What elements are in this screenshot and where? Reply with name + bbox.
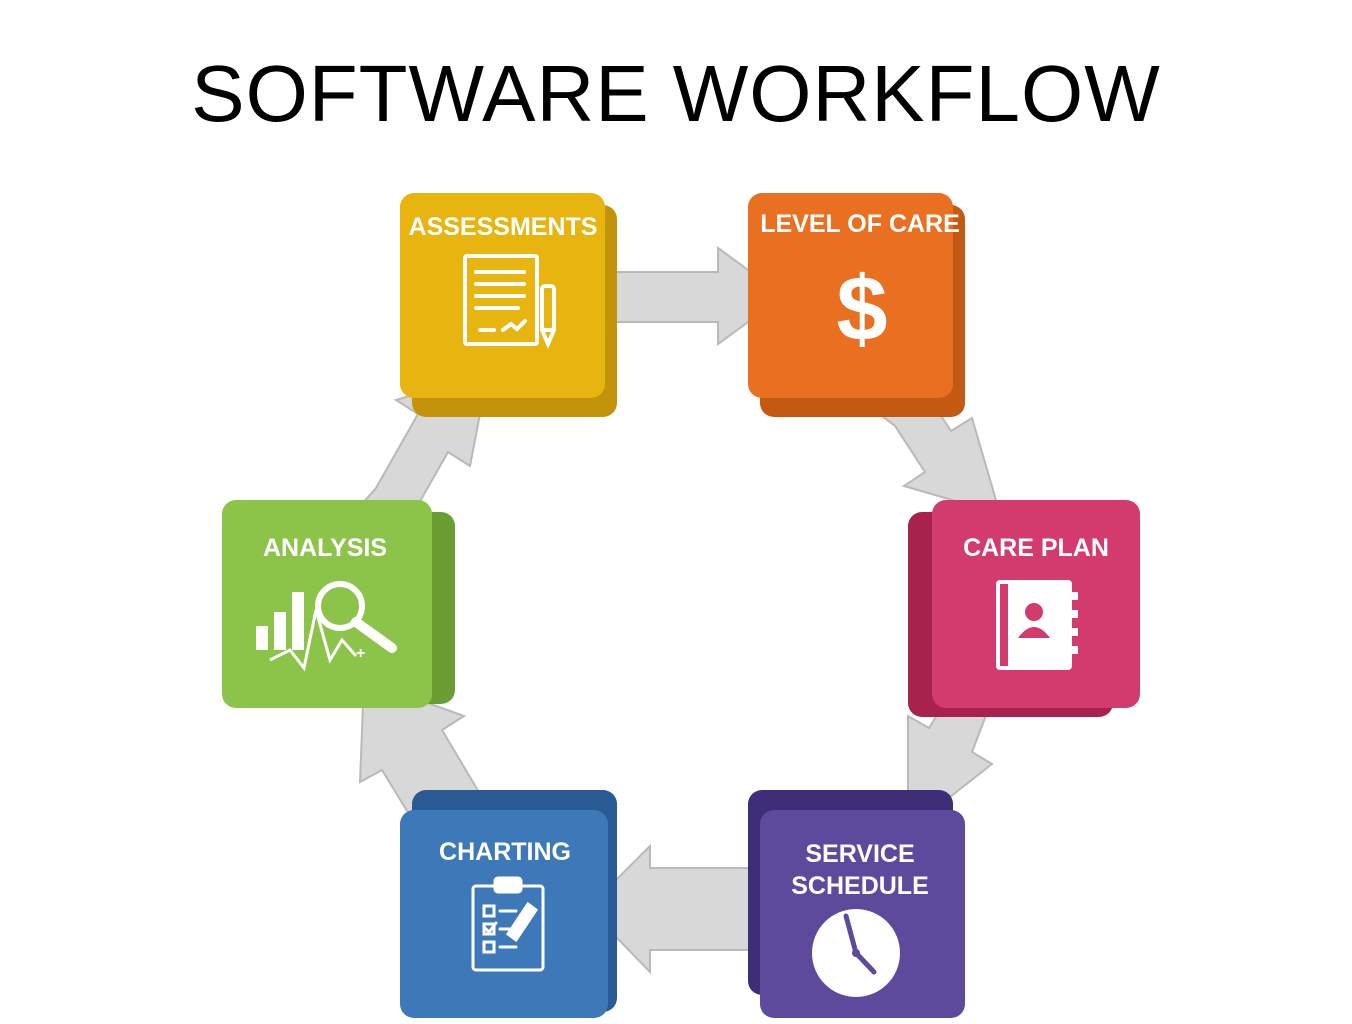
analysis-label: ANALYSIS [263, 534, 387, 562]
care-plan-label: CARE PLAN [963, 534, 1109, 562]
dollar-icon: $ [836, 258, 887, 360]
step-analysis: ANALYSIS + [222, 500, 455, 708]
service-schedule-label-line1: SERVICE [805, 840, 914, 868]
svg-text:+: + [356, 645, 365, 662]
service-schedule-label-line2: SCHEDULE [791, 872, 929, 900]
step-assessments: ASSESSMENTS [400, 193, 617, 417]
clock-icon [812, 909, 900, 997]
step-care-plan: CARE PLAN [908, 500, 1140, 717]
charting-box [400, 810, 608, 1018]
level-of-care-box [748, 193, 953, 398]
level-of-care-label: LEVEL OF CARE [760, 210, 960, 238]
chart-magnifier-icon: + [256, 581, 397, 672]
contact-book-icon [996, 580, 1078, 670]
step-level-of-care: LEVEL OF CARE $ [748, 193, 965, 417]
step-charting: CHARTING [400, 790, 617, 1018]
document-pen-icon [463, 254, 556, 350]
analysis-box [222, 500, 432, 708]
charting-label: CHARTING [439, 838, 571, 866]
assessments-label: ASSESSMENTS [409, 213, 598, 241]
page-title: SOFTWARE WORKFLOW [191, 49, 1161, 138]
clipboard-checklist-icon [471, 876, 545, 972]
step-service-schedule: SERVICE SCHEDULE [748, 790, 965, 1018]
